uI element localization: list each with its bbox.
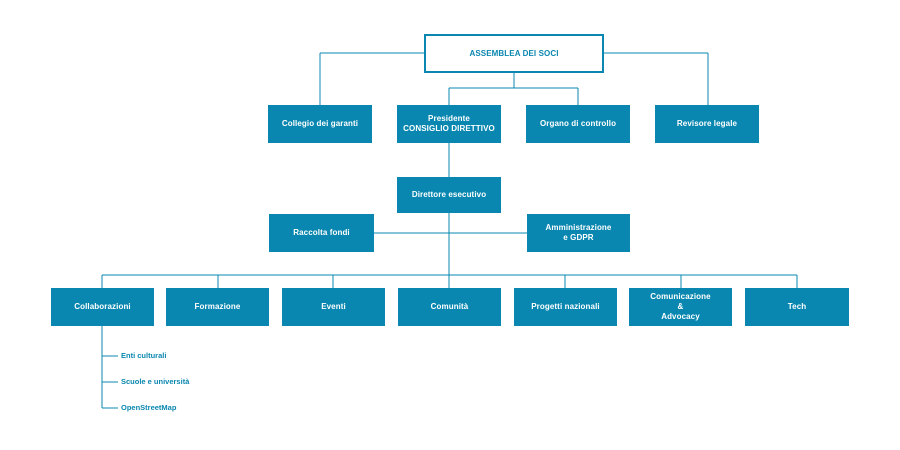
node-label: Comunità — [430, 302, 469, 311]
node-label: Progetti nazionali — [531, 302, 600, 311]
node-comunicazione-advocacy: Comunicazione & Advocacy — [629, 288, 732, 326]
node-label: Formazione — [194, 302, 241, 311]
sub-item-scuole-e-universita: Scuole e università — [121, 377, 190, 386]
node-label: Collegio dei garanti — [281, 119, 359, 128]
node-label: Organo di controllo — [539, 119, 617, 128]
node-comunita: Comunità — [398, 288, 501, 326]
node-label: Tech — [787, 302, 807, 311]
node-amministrazione-e-gdpr: Amministrazione e GDPR — [527, 214, 630, 252]
node-organo-di-controllo: Organo di controllo — [526, 105, 630, 143]
node-progetti-nazionali: Progetti nazionali — [514, 288, 617, 326]
node-label: Presidente CONSIGLIO DIRETTIVO — [403, 114, 495, 133]
node-tech: Tech — [745, 288, 849, 326]
node-label: Direttore esecutivo — [411, 190, 487, 199]
node-collaborazioni: Collaborazioni — [51, 288, 154, 326]
node-raccolta-fondi: Raccolta fondi — [269, 214, 374, 252]
node-collegio-dei-garanti: Collegio dei garanti — [268, 105, 372, 143]
node-eventi: Eventi — [282, 288, 385, 326]
node-label: Revisore legale — [676, 119, 738, 128]
node-label: ASSEMBLEA DEI SOCI — [469, 48, 559, 58]
sub-item-enti-culturali: Enti culturali — [121, 351, 167, 360]
node-direttore-esecutivo: Direttore esecutivo — [397, 177, 501, 213]
node-label: Comunicazione & Advocacy — [650, 292, 711, 321]
sub-item-openstreetmap: OpenStreetMap — [121, 403, 177, 412]
node-assemblea-dei-soci: ASSEMBLEA DEI SOCI — [424, 34, 604, 73]
node-label: Raccolta fondi — [293, 228, 350, 237]
node-label: Amministrazione e GDPR — [545, 223, 612, 242]
node-presidente-consiglio-direttivo: Presidente CONSIGLIO DIRETTIVO — [397, 105, 501, 143]
node-label: Eventi — [321, 302, 346, 311]
node-revisore-legale: Revisore legale — [655, 105, 759, 143]
node-formazione: Formazione — [166, 288, 269, 326]
node-label: Collaborazioni — [74, 302, 131, 311]
